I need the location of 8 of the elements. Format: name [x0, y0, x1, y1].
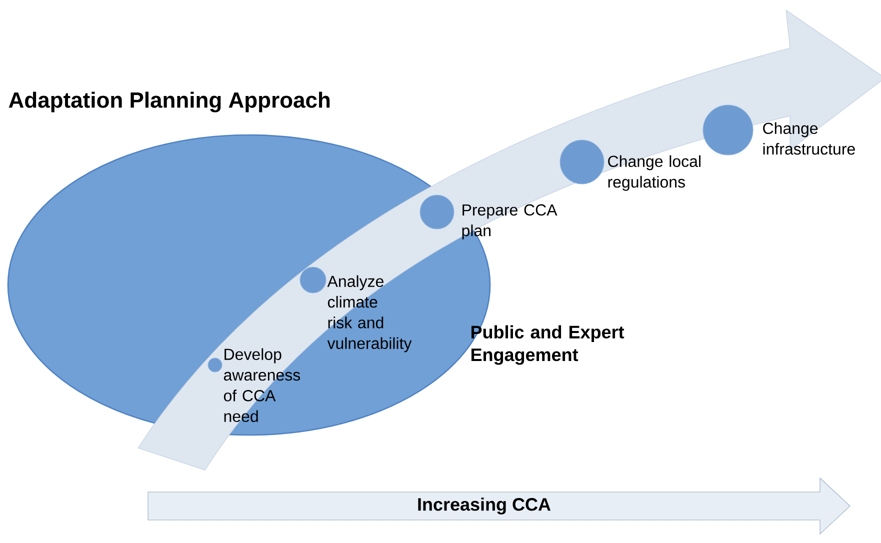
title: Adaptation Planning Approach	[8, 92, 330, 112]
step-circle	[560, 140, 604, 184]
step-label: Change infrastructure	[763, 122, 855, 155]
step-circle	[702, 104, 754, 156]
step-label: Change local regulations	[608, 155, 700, 191]
step-label: Develop awareness of CCA need	[224, 348, 300, 422]
step-label: Prepare CCA plan	[462, 204, 558, 240]
step-label: Analyze climate risk and vulnerability	[327, 275, 412, 352]
